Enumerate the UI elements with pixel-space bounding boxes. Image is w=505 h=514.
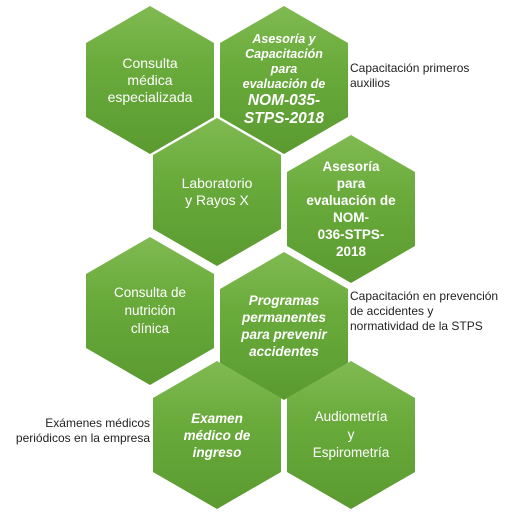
note-primeros-auxilios: Capacitación primeros auxilios (350, 61, 470, 90)
hexagon-label: Consulta médica especializada (107, 54, 193, 105)
hexagon-label: Examen médico de ingreso (183, 410, 251, 460)
hexagon-label: Laboratorio y Rayos X (181, 175, 253, 208)
hexagon-label: Asesoría y Capacitación para evaluación … (232, 32, 336, 128)
hexagon-label-intro: Asesoría y Capacitación para evaluación … (242, 32, 326, 91)
hexagon-nom-036: Asesoría para evaluación de NOM- 036-STP… (287, 135, 415, 283)
hexagon-label: Programas permanentes para prevenir acci… (241, 293, 327, 359)
note-prevencion-accidentes: Capacitación en prevención de accidentes… (350, 289, 499, 333)
hexagon-label: Consulta de nutrición clínica (113, 285, 187, 336)
hexagon-label: Audiometría y Espirometría (312, 409, 390, 460)
note-examenes-periodicos: Exámenes médicos periódicos en la empres… (15, 416, 150, 445)
hexagon-label-norm: NOM-035- STPS-2018 (243, 92, 325, 127)
hexagon-nom-035: Asesoría y Capacitación para evaluación … (220, 6, 348, 154)
hexagon-label: Asesoría para evaluación de NOM- 036-STP… (306, 159, 396, 259)
hexagon-laboratorio: Laboratorio y Rayos X (153, 118, 281, 266)
hexagon-nutricion: Consulta de nutrición clínica (86, 237, 214, 385)
